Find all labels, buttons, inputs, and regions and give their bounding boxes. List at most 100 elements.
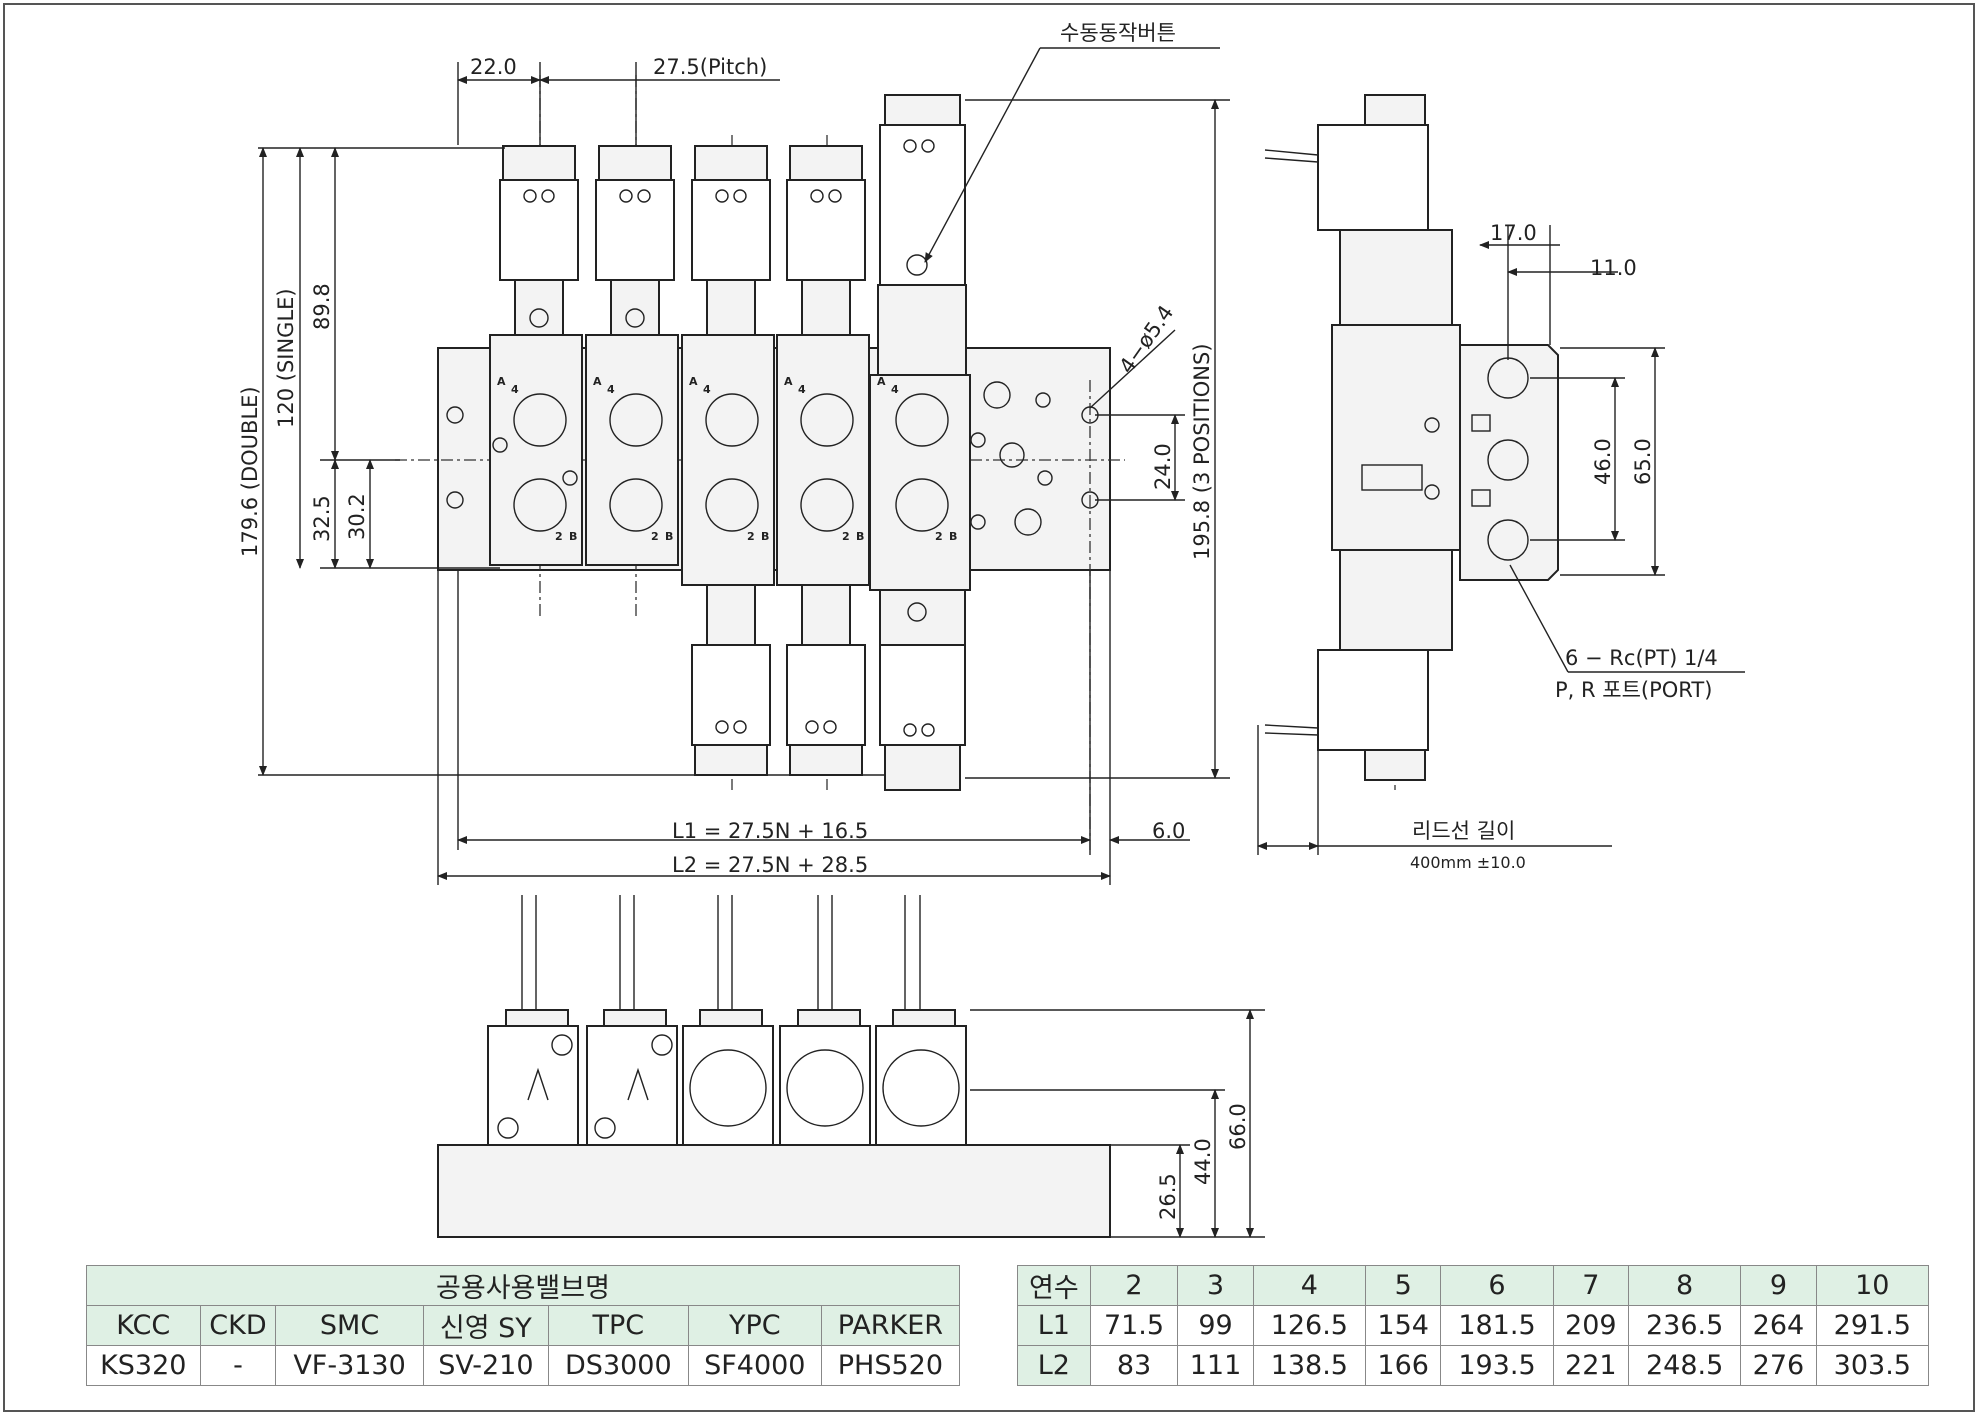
valve-2 [562, 145, 679, 566]
dim-26-5: 26.5 [1156, 1173, 1180, 1220]
maker-ckd: CKD [199, 1305, 277, 1346]
table-cell: 248.5 [1627, 1345, 1742, 1386]
model-sy: SV-210 [422, 1345, 549, 1386]
station-col: 4 [1252, 1265, 1366, 1306]
length-row-l2: L2 83 111 138.5 166 193.5 221 248.5 276 … [1017, 1345, 1930, 1386]
station-col: 8 [1627, 1265, 1742, 1306]
dim-pitch: 27.5(Pitch) [653, 55, 767, 79]
valve-compat-table: 공용사용밸브명 KCC CKD SMC 신영 SY TPC YPC PARKER… [86, 1265, 961, 1386]
station-col: 7 [1552, 1265, 1629, 1306]
table-cell: 83 [1089, 1345, 1179, 1386]
valve-5 [869, 94, 971, 791]
dim-66: 66.0 [1226, 1103, 1250, 1150]
svg-text:B: B [665, 530, 673, 543]
svg-text:2: 2 [651, 530, 659, 543]
table-cell: 276 [1740, 1345, 1817, 1386]
svg-text:2: 2 [747, 530, 755, 543]
svg-text:4: 4 [798, 383, 806, 396]
table-cell: 111 [1177, 1345, 1254, 1386]
valve-4 [776, 145, 870, 776]
ports-spec: 6 − Rc(PT) 1/4 [1565, 646, 1718, 670]
station-col: 9 [1740, 1265, 1817, 1306]
table-cell: 126.5 [1252, 1305, 1366, 1346]
dim-l1: L1 = 27.5N + 16.5 [672, 819, 868, 843]
dim-24: 24.0 [1151, 443, 1175, 490]
lead-length-value: 400mm ±10.0 [1410, 853, 1526, 872]
maker-ypc: YPC [687, 1305, 822, 1346]
row-label: L2 [1017, 1345, 1091, 1386]
table-cell: 264 [1740, 1305, 1817, 1346]
maker-smc: SMC [275, 1305, 424, 1346]
svg-text:4: 4 [511, 383, 519, 396]
station-col: 3 [1177, 1265, 1254, 1306]
dim-46: 46.0 [1591, 438, 1615, 485]
valve-table-header-row: KCC CKD SMC 신영 SY TPC YPC PARKER [86, 1305, 961, 1346]
svg-text:4: 4 [607, 383, 615, 396]
dim-l2: L2 = 27.5N + 28.5 [672, 853, 868, 877]
model-ckd: - [199, 1345, 277, 1386]
table-cell: 236.5 [1627, 1305, 1742, 1346]
svg-text:4: 4 [703, 383, 711, 396]
valve-table-value-row: KS320 - VF-3130 SV-210 DS3000 SF4000 PHS… [86, 1345, 961, 1386]
table-cell: 138.5 [1252, 1345, 1366, 1386]
station-col: 2 [1089, 1265, 1179, 1306]
drawing-frame [3, 3, 1975, 1412]
stations-label: 연수 [1017, 1265, 1091, 1306]
manual-button-label: 수동동작버튼 [1060, 21, 1176, 45]
table-cell: 181.5 [1440, 1305, 1554, 1346]
model-ypc: SF4000 [687, 1345, 822, 1386]
front-view: A 4 2 B A 4 2 B A 4 2 B A 4 2 B A 4 2 B [238, 21, 1230, 885]
dim-6: 6.0 [1152, 819, 1185, 843]
dim-89-8: 89.8 [310, 283, 334, 330]
dim-30-2: 30.2 [345, 493, 369, 540]
table-cell: 166 [1364, 1345, 1442, 1386]
svg-text:2: 2 [555, 530, 563, 543]
table-cell: 71.5 [1089, 1305, 1179, 1346]
svg-text:2: 2 [842, 530, 850, 543]
svg-text:B: B [856, 530, 864, 543]
table-cell: 221 [1552, 1345, 1629, 1386]
valve-3 [681, 145, 775, 776]
table-cell: 291.5 [1815, 1305, 1930, 1346]
station-col: 6 [1440, 1265, 1554, 1306]
svg-text:2: 2 [935, 530, 943, 543]
maker-tpc: TPC [547, 1305, 689, 1346]
svg-text:A: A [497, 375, 506, 388]
model-smc: VF-3130 [275, 1345, 424, 1386]
dim-3-positions: 195.8 (3 POSITIONS) [1190, 343, 1214, 560]
dim-11: 11.0 [1590, 256, 1637, 280]
side-view: 17.0 11.0 46.0 65.0 6 − Rc(PT) 1/4 P, R … [1257, 94, 1745, 872]
svg-text:B: B [761, 530, 769, 543]
station-col: 5 [1364, 1265, 1442, 1306]
svg-text:A: A [784, 375, 793, 388]
row-label: L1 [1017, 1305, 1091, 1346]
length-row-l1: L1 71.5 99 126.5 154 181.5 209 236.5 264… [1017, 1305, 1930, 1346]
station-col: 10 [1815, 1265, 1930, 1306]
valve-1 [489, 145, 583, 566]
svg-text:B: B [569, 530, 577, 543]
dim-22: 22.0 [470, 55, 517, 79]
table-cell: 154 [1364, 1305, 1442, 1346]
dim-65: 65.0 [1631, 438, 1655, 485]
dim-17: 17.0 [1490, 221, 1537, 245]
dim-44: 44.0 [1191, 1138, 1215, 1185]
table-cell: 193.5 [1440, 1345, 1554, 1386]
model-parker: PHS520 [820, 1345, 961, 1386]
maker-sy: 신영 SY [422, 1305, 549, 1346]
dim-32-5: 32.5 [310, 495, 334, 542]
port-labels: A 4 2 B A 4 2 B A 4 2 B A 4 2 B A 4 2 B [497, 375, 957, 543]
dim-single: 120 (SINGLE) [274, 288, 298, 428]
maker-parker: PARKER [820, 1305, 961, 1346]
bottom-view: 26.5 44.0 66.0 [437, 895, 1265, 1238]
svg-text:4: 4 [891, 383, 899, 396]
length-table-header-row: 연수 2 3 4 5 6 7 8 9 10 [1017, 1265, 1930, 1306]
model-tpc: DS3000 [547, 1345, 689, 1386]
svg-text:A: A [689, 375, 698, 388]
ports-name: P, R 포트(PORT) [1555, 678, 1712, 702]
model-kcc: KS320 [86, 1345, 201, 1386]
svg-text:A: A [593, 375, 602, 388]
valve-table-title: 공용사용밸브명 [86, 1265, 960, 1306]
lead-length-label: 리드선 길이 [1412, 819, 1515, 843]
table-cell: 99 [1177, 1305, 1254, 1346]
